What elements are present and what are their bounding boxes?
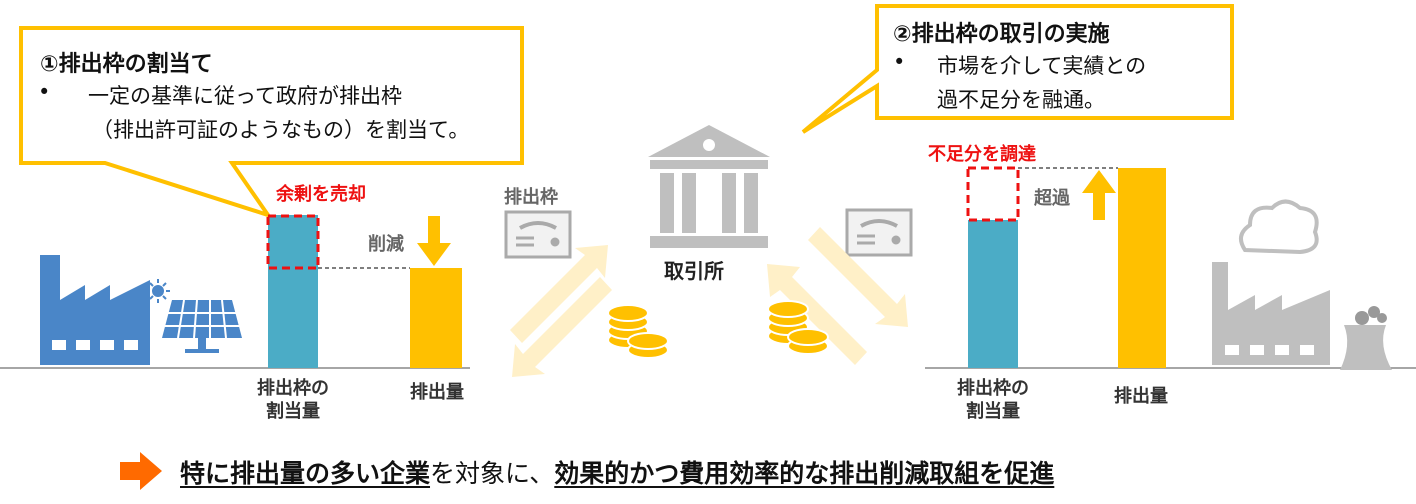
left-allocation-bar [268, 215, 318, 368]
gray-factory-icon [1212, 262, 1330, 365]
callout-allocation-title: ①排出枠の割当て [40, 52, 213, 77]
right-shortfall-dashed-box [966, 166, 1020, 222]
callout-allocation-box [19, 26, 524, 219]
sun-icon [146, 279, 170, 303]
allowance-certificate-icon-right [845, 208, 913, 257]
right-allocation-label-line2: 割当量 [966, 401, 1020, 422]
smoke-cloud-icon [1239, 199, 1319, 255]
allowance-label: 排出枠 [504, 187, 558, 208]
excess-arrow-icon [1082, 170, 1116, 220]
callout-trading-bullet: • [893, 50, 906, 74]
left-allocation-label-line1: 排出枠の [257, 378, 329, 399]
left-emission-bar [410, 268, 462, 368]
right-allocation-bar [968, 220, 1018, 368]
right-allocation-label: 排出枠の 割当量 [950, 377, 1036, 423]
bottom-message: 特に排出量の多い企業を対象に、効果的かつ費用効率的な排出削減取組を促進 [180, 454, 1054, 490]
bottom-message-connector: を対象に、 [430, 459, 555, 488]
left-emission-label: 排出量 [410, 382, 464, 403]
coins-icon-left [607, 304, 669, 359]
surplus-sell-label: 余剰を売却 [276, 184, 366, 205]
solar-panel-icon [162, 299, 242, 353]
right-emission-bar [1118, 168, 1166, 368]
exchange-bank-icon [648, 125, 770, 248]
callout-allocation-line2: （排出許可証のようなもの）を割当て。 [92, 118, 470, 142]
exchange-label: 取引所 [664, 259, 724, 283]
trade-arrows-right [767, 227, 908, 365]
callout-trading-line2: 過不足分を融通。 [937, 88, 1105, 112]
right-allocation-label-line1: 排出枠の [957, 378, 1029, 399]
left-allocation-label-line2: 割当量 [266, 401, 320, 422]
trade-arrows-left [510, 245, 612, 377]
reduction-arrow-icon [417, 216, 451, 266]
factory-icon [40, 255, 150, 365]
callout-trading-line1: 市場を介して実績との [937, 54, 1147, 78]
excess-label: 超過 [1034, 188, 1070, 209]
cooling-tower-icon [1340, 306, 1392, 370]
reduction-label: 削減 [368, 234, 404, 255]
callout-trading-box [801, 4, 1234, 134]
right-emission-label: 排出量 [1114, 386, 1168, 407]
callout-allocation-line1: 一定の基準に従って政府が排出枠 [88, 84, 402, 108]
bottom-message-target: 特に排出量の多い企業 [180, 459, 431, 488]
bottom-message-goal: 効果的かつ費用効率的な排出削減取組を促進 [554, 459, 1055, 488]
coins-icon-right [767, 300, 829, 355]
callout-allocation-bullet: • [38, 80, 51, 104]
orange-arrow-icon [120, 452, 162, 490]
shortfall-procure-label: 不足分を調達 [928, 144, 1036, 165]
callout-trading-title: ②排出枠の取引の実施 [893, 22, 1110, 47]
allowance-certificate-icon-left [504, 210, 572, 259]
left-allocation-label: 排出枠の 割当量 [250, 377, 336, 423]
